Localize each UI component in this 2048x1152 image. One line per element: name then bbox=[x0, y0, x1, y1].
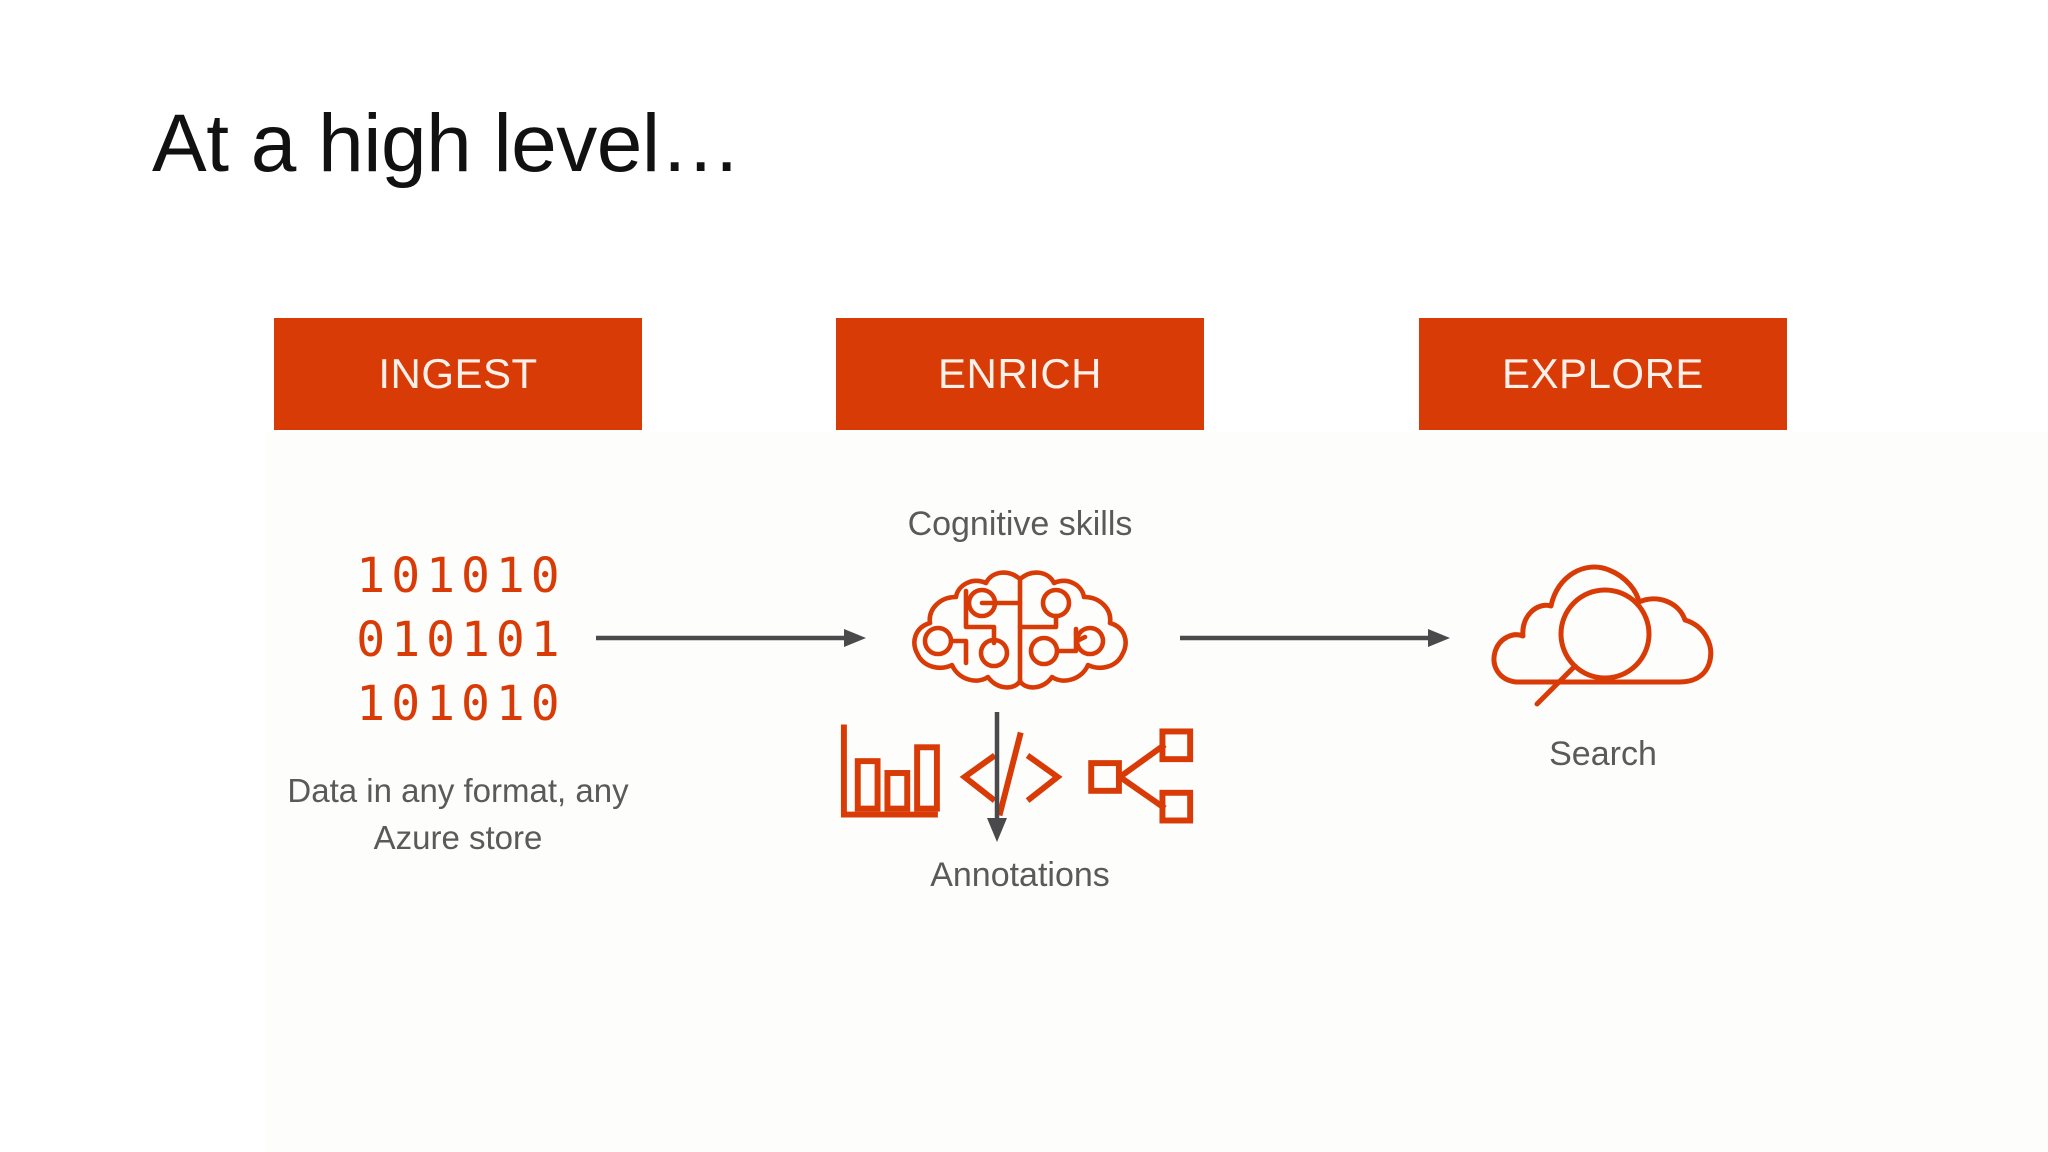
binary-data-line-1: 101010 bbox=[356, 548, 566, 604]
stage-banner-ingest[interactable]: INGEST bbox=[274, 318, 642, 430]
share-nodes-icon bbox=[1088, 728, 1194, 824]
arrow-enrich-to-annotations bbox=[985, 712, 1009, 847]
stage-banner-label: EXPLORE bbox=[1502, 350, 1704, 397]
stage-column-ingest: 101010 010101 101010 Data in any format,… bbox=[274, 545, 642, 862]
ingest-caption: Data in any format, any Azure store bbox=[287, 772, 629, 857]
stage-banner-explore[interactable]: EXPLORE bbox=[1419, 318, 1787, 430]
arrow-enrich-to-explore bbox=[1180, 626, 1450, 655]
content-panel bbox=[266, 432, 2048, 1152]
annotations-label: Annotations bbox=[930, 856, 1110, 895]
cloud-search-icon-wrap bbox=[1419, 550, 1787, 710]
brain-circuit-icon-wrap bbox=[836, 567, 1204, 695]
annotation-icons bbox=[840, 724, 1194, 824]
bar-chart-icon bbox=[840, 724, 940, 818]
cognitive-skills-label: Cognitive skills bbox=[907, 505, 1133, 543]
arrow-ingest-to-enrich bbox=[596, 626, 866, 655]
stage-banner-enrich[interactable]: ENRICH bbox=[836, 318, 1204, 430]
code-brackets-icon bbox=[959, 732, 1063, 817]
page-title: At a high level… bbox=[152, 98, 742, 189]
binary-data-line-3: 101010 bbox=[356, 675, 566, 732]
search-label: Search bbox=[1549, 735, 1657, 773]
annotation-icons-row bbox=[836, 721, 1204, 825]
stage-column-enrich: Cognitive skills bbox=[836, 500, 1204, 901]
brain-circuit-icon bbox=[912, 570, 1128, 690]
stage-banner-label: ENRICH bbox=[937, 350, 1102, 397]
cloud-search-icon bbox=[1491, 564, 1714, 707]
binary-data-line-2: 010101 bbox=[356, 611, 566, 668]
stage-banner-label: INGEST bbox=[378, 350, 538, 397]
stage-column-explore: Search bbox=[1419, 550, 1787, 779]
